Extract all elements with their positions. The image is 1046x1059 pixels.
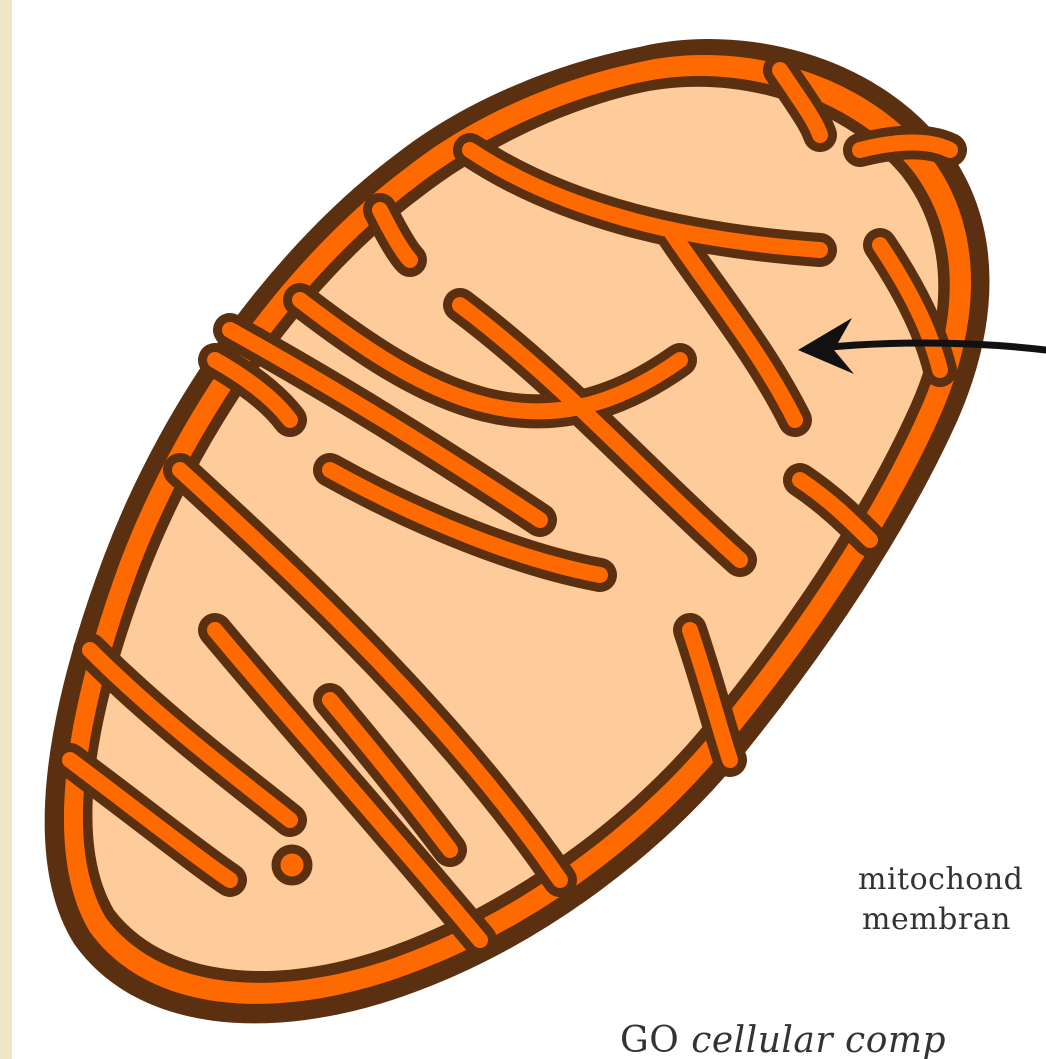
label-line-1: mitochond — [858, 862, 1023, 897]
bottom-caption-italic: cellular comp — [691, 1020, 946, 1059]
label-line-2: membran — [862, 902, 1011, 937]
bottom-caption-prefix: GO — [620, 1020, 691, 1059]
bottom-caption: GO cellular comp — [620, 1020, 946, 1059]
mitochondrion-icon — [52, 46, 983, 1016]
vesicle — [276, 849, 308, 881]
